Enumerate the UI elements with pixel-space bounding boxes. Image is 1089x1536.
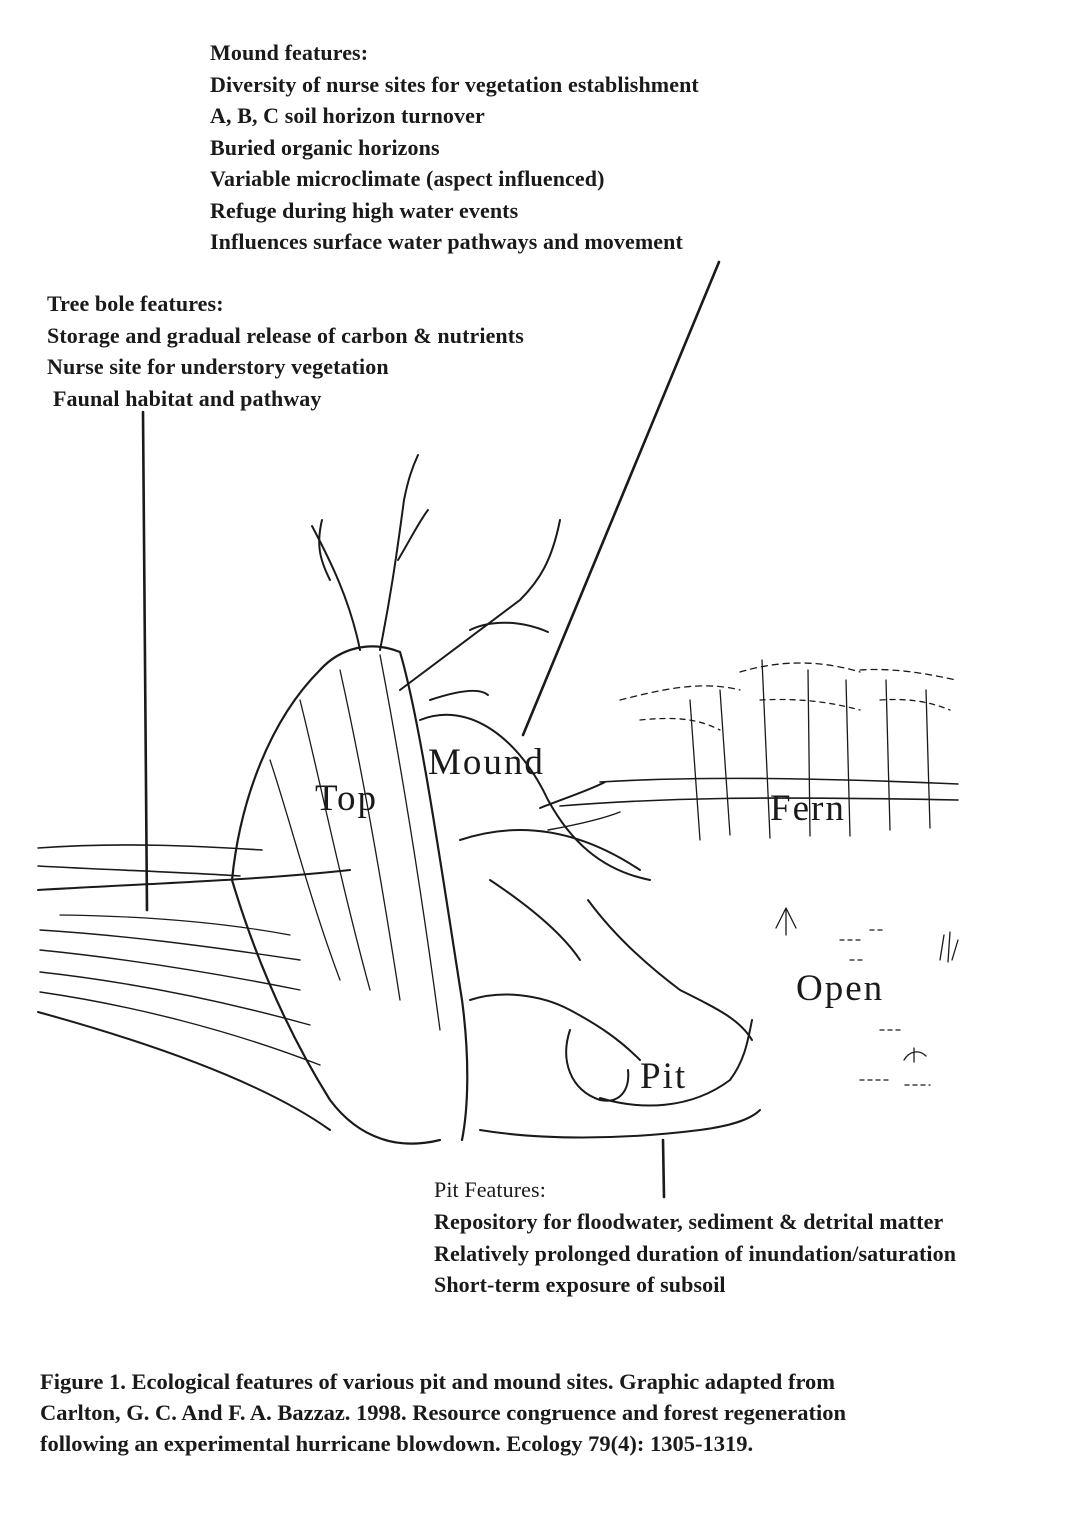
figure-caption: Figure 1. Ecological features of various… — [40, 1366, 1050, 1459]
pit-features-heading: Pit Features: — [434, 1177, 546, 1202]
pit-leader-line — [661, 1138, 666, 1199]
tree-bole-feature-item: Faunal habitat and pathway — [53, 385, 322, 411]
pit-features-list: Pit Features: Repository for floodwater,… — [434, 1174, 956, 1301]
mound-features-list: Mound features: Diversity of nurse sites… — [210, 37, 699, 258]
open-area-marks — [775, 907, 959, 1086]
mound-feature-item: Refuge during high water events — [210, 197, 519, 223]
mound — [419, 713, 753, 1041]
mound-feature-item: Diversity of nurse sites for vegetation … — [210, 71, 699, 97]
pit-feature-item: Short-term exposure of subsoil — [434, 1272, 726, 1298]
label-pit: Pit — [640, 1056, 687, 1097]
caption-line: following an experimental hurricane blow… — [40, 1431, 754, 1456]
tree-bole-features-list: Tree bole features: Storage and gradual … — [47, 288, 524, 414]
mound-features-heading: Mound features: — [210, 40, 369, 65]
tree-bole-feature-item: Nurse site for understory vegetation — [47, 354, 389, 379]
pit — [469, 993, 761, 1139]
mound-feature-item: Buried organic horizons — [210, 134, 440, 160]
mound-feature-item: Influences surface water pathways and mo… — [210, 229, 683, 254]
pit-feature-item: Repository for floodwater, sediment & de… — [434, 1208, 944, 1234]
label-mound: Mound — [428, 742, 545, 783]
label-top: Top — [315, 778, 378, 819]
ground-lines — [37, 777, 959, 877]
branches — [311, 454, 561, 701]
fern-trees — [619, 659, 957, 841]
fallen-log — [37, 869, 351, 1131]
caption-line: Figure 1. Ecological features of various… — [40, 1369, 836, 1394]
label-open: Open — [796, 968, 884, 1009]
tree-bole-features-heading: Tree bole features: — [47, 291, 224, 316]
pit-feature-item: Relatively prolonged duration of inundat… — [434, 1240, 957, 1266]
caption-line: Carlton, G. C. And F. A. Bazzaz. 1998. R… — [40, 1400, 846, 1425]
tree-bole-feature-item: Storage and gradual release of carbon & … — [47, 322, 524, 348]
mound-leader-line — [521, 260, 721, 737]
mound-feature-item: A, B, C soil horizon turnover — [210, 103, 485, 128]
label-fern: Fern — [770, 788, 846, 829]
mound-feature-item: Variable microclimate (aspect influenced… — [210, 166, 605, 191]
root-plate — [230, 645, 469, 1145]
tree-bole-leader-line — [141, 410, 149, 912]
